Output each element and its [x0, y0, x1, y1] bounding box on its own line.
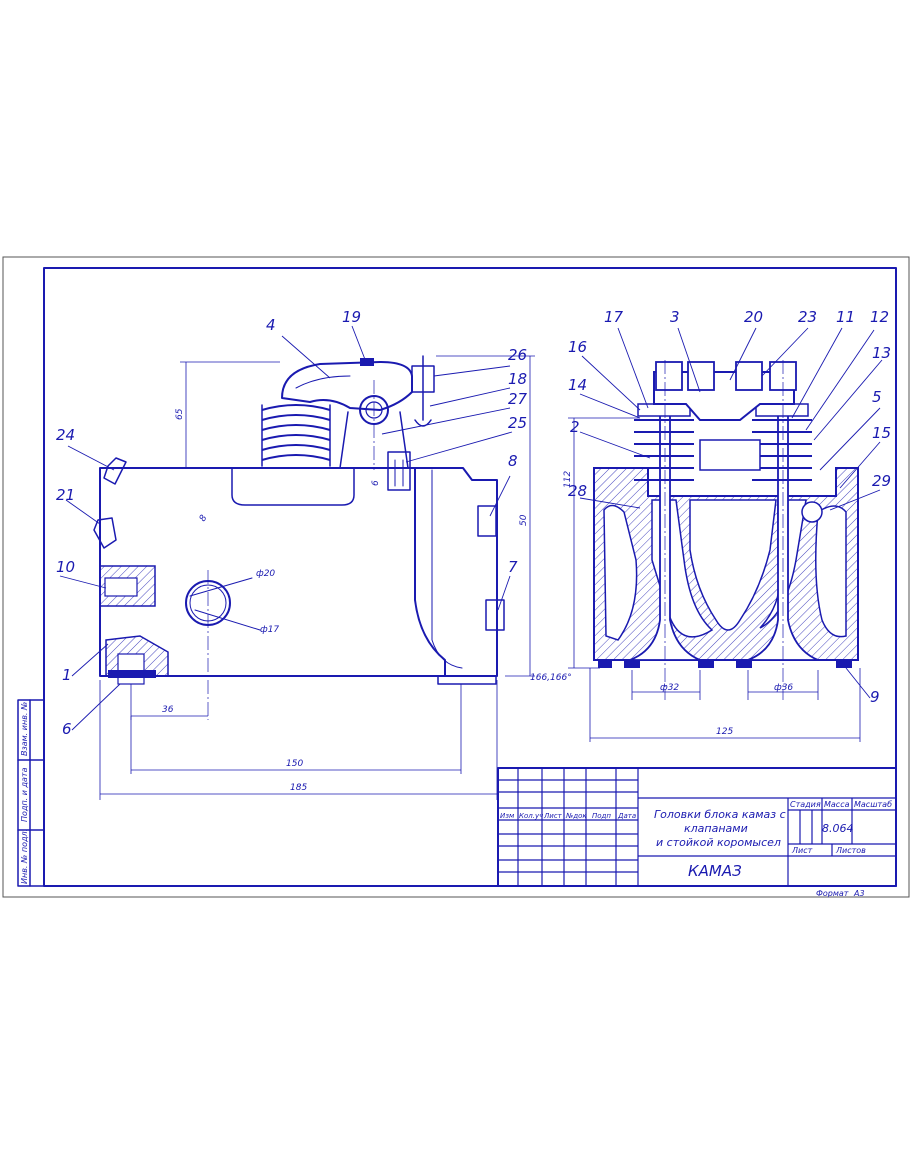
- part-labels: 4 19 26 18 27 25 8 7 24 21 10 1 6 17 3 2…: [56, 308, 891, 738]
- dim-36: 36: [162, 705, 174, 715]
- part-label-19: 19: [342, 308, 361, 326]
- tb-header-3: №док: [565, 812, 587, 820]
- part-label-26: 26: [508, 346, 527, 364]
- part-label-6: 6: [62, 720, 72, 738]
- part-label-15: 15: [872, 424, 891, 442]
- part-label-17: 17: [604, 308, 624, 326]
- part-label-24: 24: [56, 426, 75, 444]
- tb-sheet-label: Лист: [791, 846, 813, 855]
- tb-scale-label: Масштаб: [854, 800, 892, 809]
- part-label-1: 1: [62, 666, 72, 684]
- part-label-20: 20: [744, 308, 763, 326]
- part-label-2: 2: [570, 418, 580, 436]
- part-label-10: 10: [56, 558, 75, 576]
- part-label-14: 14: [568, 376, 587, 394]
- dim-6: 6: [371, 480, 381, 486]
- format-label: Формат: [816, 889, 849, 898]
- dim-150: 150: [286, 759, 303, 769]
- part-label-21: 21: [56, 486, 75, 504]
- tb-organization: КАМАЗ: [688, 862, 742, 880]
- dim-125: 125: [716, 727, 733, 737]
- tb-sheets-label: Листов: [835, 846, 866, 855]
- sheet-outer-border: [2, 256, 910, 898]
- part-label-9: 9: [870, 688, 880, 706]
- part-label-13: 13: [872, 344, 891, 362]
- format-value: А3: [853, 889, 865, 898]
- dim-112: 112: [563, 471, 573, 488]
- dimension-labels: 36 150 185 125 65 50 112 6 8 ф20 ф17 ф32…: [162, 408, 793, 793]
- tb-title-line-2: клапанами: [684, 822, 748, 835]
- dim-50: 50: [519, 514, 529, 526]
- tb-mass-value: 8.064: [822, 822, 854, 835]
- dim-phi32: ф32: [660, 683, 679, 693]
- part-label-29: 29: [872, 472, 891, 490]
- dim-8: 8: [198, 513, 210, 523]
- part-label-4: 4: [266, 316, 276, 334]
- part-label-27: 27: [508, 390, 528, 408]
- tb-header-0: Изм: [500, 812, 515, 820]
- part-label-18: 18: [508, 370, 527, 388]
- tb-title-line-1: Головки блока камаз с: [654, 808, 786, 821]
- tb-title-line-3: и стойкой коромысел: [656, 836, 781, 849]
- stamp-sign-date: Подп. и дата: [20, 767, 29, 822]
- dim-phi20: ф20: [256, 569, 275, 579]
- part-label-11: 11: [836, 308, 855, 326]
- tb-header-2: Лист: [543, 812, 563, 820]
- dim-phi17: ф17: [260, 625, 279, 635]
- dim-185: 185: [290, 783, 307, 793]
- section-view: [568, 360, 861, 742]
- part-label-16: 16: [568, 338, 587, 356]
- part-label-25: 25: [508, 414, 527, 432]
- tb-header-4: Подп: [592, 812, 611, 820]
- tb-stage-label: Стадия: [790, 800, 821, 809]
- side-stamp: Взам. инв. № Подп. и дата Инв. № подл.: [17, 699, 45, 887]
- part-label-23: 23: [798, 308, 817, 326]
- part-label-3: 3: [670, 308, 680, 326]
- rocker-assembly: [261, 355, 435, 491]
- tb-header-5: Дата: [617, 812, 636, 820]
- part-label-28: 28: [568, 482, 587, 500]
- stamp-inv-dup: Взам. инв. №: [20, 702, 29, 756]
- part-label-8: 8: [508, 452, 518, 470]
- part-label-5: 5: [872, 388, 882, 406]
- part-label-7: 7: [508, 558, 518, 576]
- part-label-12: 12: [870, 308, 889, 326]
- dim-angle: 166,166°: [530, 673, 572, 683]
- dim-phi36: ф36: [774, 683, 793, 693]
- dim-65: 65: [175, 408, 185, 420]
- tb-mass-label: Масса: [824, 800, 850, 809]
- tb-header-1: Кол.уч: [519, 812, 543, 820]
- drawing-frame: [43, 267, 897, 887]
- side-view: [93, 355, 535, 800]
- title-block: Изм Кол.уч Лист №док Подп Дата Головки б…: [497, 767, 897, 887]
- stamp-inv-orig: Инв. № подл.: [20, 829, 29, 884]
